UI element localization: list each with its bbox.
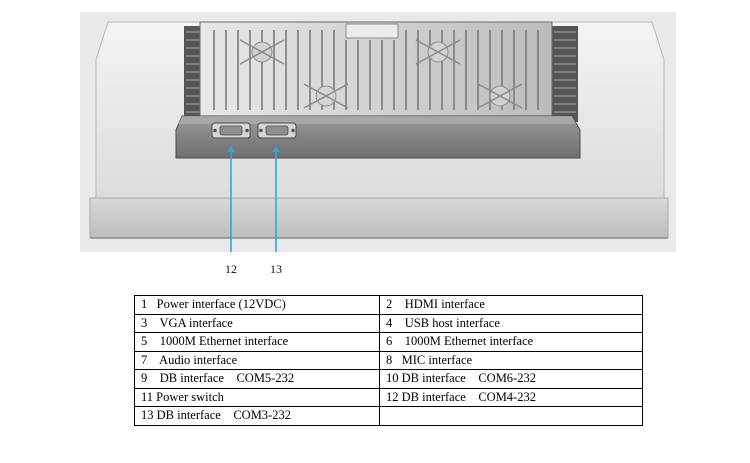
table-cell: 2 HDMI interface: [379, 295, 643, 315]
heatsink-fins: [213, 30, 539, 110]
table-cell: 5 1000M Ethernet interface: [134, 332, 380, 352]
device-illustration: [80, 12, 676, 252]
table-row: 1 Power interface (12VDC)2 HDMI interfac…: [134, 295, 643, 315]
db-connector-com3: [257, 122, 297, 139]
table-cell: 11 Power switch: [134, 387, 380, 407]
table-cell: 13 DB interface COM3-232: [134, 406, 380, 426]
table-cell: 6 1000M Ethernet interface: [379, 332, 643, 352]
db-connector-com4: [211, 122, 251, 139]
table-cell: 4 USB host interface: [379, 313, 643, 333]
table-cell: 7 Audio interface: [134, 350, 380, 370]
table-cell: 9 DB interface COM5-232: [134, 369, 380, 389]
panel-front-edge: [89, 197, 669, 239]
table-cell: 10 DB interface COM6-232: [379, 369, 643, 389]
right-fins: [552, 26, 578, 122]
table-cell: [379, 406, 643, 426]
table-cell: 3 VGA interface: [134, 313, 380, 333]
callout-label-12: 12: [225, 262, 237, 276]
table-row: 13 DB interface COM3-232: [134, 406, 643, 426]
table-cell: 8 MIC interface: [379, 350, 643, 370]
table-cell: 1 Power interface (12VDC): [134, 295, 380, 315]
callout-label-13: 13: [270, 262, 282, 276]
callout-lines: [227, 146, 280, 252]
interface-table: 1 Power interface (12VDC)2 HDMI interfac…: [134, 295, 643, 426]
table-cell: 12 DB interface COM4-232: [379, 387, 643, 407]
